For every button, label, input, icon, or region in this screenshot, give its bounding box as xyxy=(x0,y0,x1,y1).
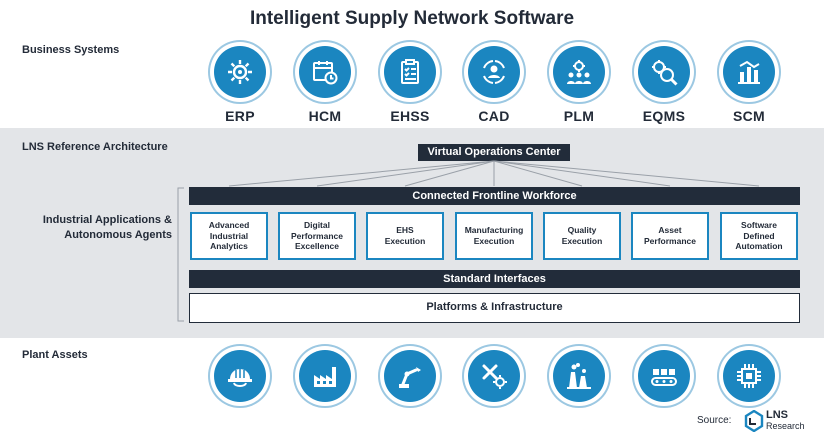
business-system-erp: ERP xyxy=(207,46,273,124)
app-manufacturing-execution: Manufacturing Execution xyxy=(455,212,533,260)
app-software-defined-automation: Software Defined Automation xyxy=(720,212,798,260)
hard-hat-icon xyxy=(214,350,266,402)
plant-asset-7 xyxy=(716,350,782,402)
business-system-eqms: EQMS xyxy=(631,46,697,124)
app-quality-execution: Quality Execution xyxy=(543,212,621,260)
source-label: Source: xyxy=(697,415,732,426)
chip-icon xyxy=(723,350,775,402)
standard-interfaces-bar: Standard Interfaces xyxy=(189,270,800,288)
plant-asset-1 xyxy=(207,350,273,402)
logo-sub: Research xyxy=(766,421,805,431)
robot-arm-icon xyxy=(384,350,436,402)
tools-gear-icon xyxy=(468,350,520,402)
conveyor-icon xyxy=(638,350,690,402)
section-label-industrial-applications: Industrial Applications & Autonomous Age… xyxy=(42,214,172,241)
magnify-gear-icon xyxy=(638,46,690,98)
plant-asset-2 xyxy=(292,350,358,402)
plant-asset-3 xyxy=(377,350,443,402)
connected-frontline-workforce-bar: Connected Frontline Workforce xyxy=(189,187,800,205)
system-label-eqms: EQMS xyxy=(642,108,686,124)
virtual-operations-center: Virtual Operations Center xyxy=(418,144,570,161)
business-system-scm: SCM xyxy=(716,46,782,124)
lns-logo-mark-icon xyxy=(744,409,764,433)
supply-chart-icon xyxy=(723,46,775,98)
clipboard-icon xyxy=(384,46,436,98)
system-label-erp: ERP xyxy=(225,108,255,124)
section-label-business-systems: Business Systems xyxy=(22,44,120,56)
diagram-title: Intelligent Supply Network Software xyxy=(249,8,575,29)
business-system-hcm: HCM xyxy=(292,46,358,124)
platforms-infrastructure-box: Platforms & Infrastructure xyxy=(189,293,800,323)
system-label-plm: PLM xyxy=(563,108,595,124)
business-system-plm: PLM xyxy=(546,46,612,124)
plant-asset-5 xyxy=(546,350,612,402)
plant-stacks-icon xyxy=(553,350,605,402)
section-label-reference-architecture: LNS Reference Architecture xyxy=(22,141,168,153)
team-gear-icon xyxy=(553,46,605,98)
gear-icon xyxy=(214,46,266,98)
plant-asset-6 xyxy=(631,350,697,402)
business-system-ehss: EHSS xyxy=(377,46,443,124)
app-ehs-execution: EHS Execution xyxy=(366,212,444,260)
app-digital-performance-excellence: Digital Performance Excellence xyxy=(278,212,356,260)
logo-name: LNS xyxy=(766,409,788,421)
system-label-ehss: EHSS xyxy=(390,108,430,124)
app-asset-performance: Asset Performance xyxy=(631,212,709,260)
calendar-icon xyxy=(299,46,351,98)
lns-research-logo: LNS Research xyxy=(744,409,805,437)
system-label-cad: CAD xyxy=(478,108,510,124)
user-cycle-icon xyxy=(468,46,520,98)
system-label-hcm: HCM xyxy=(308,108,342,124)
system-label-scm: SCM xyxy=(732,108,765,124)
factory-icon xyxy=(299,350,351,402)
section-label-plant-assets: Plant Assets xyxy=(22,349,88,361)
app-advanced-industrial-analytics: Advanced Industrial Analytics xyxy=(190,212,268,260)
plant-asset-4 xyxy=(461,350,527,402)
business-system-cad: CAD xyxy=(461,46,527,124)
